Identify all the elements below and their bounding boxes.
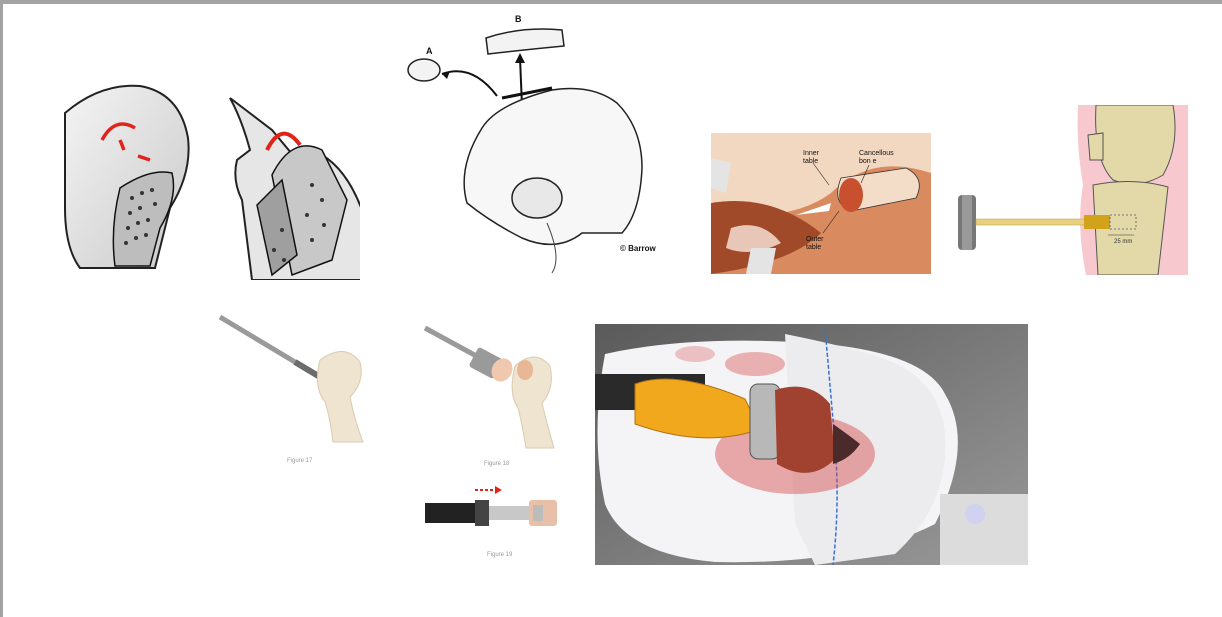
label-b: B — [515, 14, 522, 24]
harvester-drawing-19: Figure 19 — [425, 478, 565, 563]
iliac-crest-drawing: Inner table Cancellous bon e Outer table — [711, 133, 931, 274]
harvested-graft-photo — [595, 324, 1028, 565]
figure-18-caption: Figure 18 — [484, 461, 510, 467]
knee-harvester-illustration: 25 mm — [958, 105, 1188, 275]
label-inner: Inner — [803, 150, 820, 157]
humerus-figure-17: Figure 17 — [215, 312, 375, 472]
knee-harvester-drawing: 25 mm — [958, 105, 1188, 275]
harvested-graft-photo-render — [595, 324, 1028, 565]
bone-cut-illustration-1 — [60, 78, 195, 278]
bone-cut-drawing-1 — [60, 78, 195, 278]
iliac-crest-illustration: Inner table Cancellous bon e Outer table — [711, 133, 931, 274]
figure-19-caption: Figure 19 — [487, 552, 513, 558]
figure-17-caption: Figure 17 — [287, 458, 313, 464]
pelvis-illustration: A B © Barrow — [402, 8, 692, 280]
humerus-figure-18: Figure 18 — [420, 308, 595, 473]
label-cancellous: Cancellous — [859, 150, 894, 157]
bone-cut-illustration-2 — [212, 90, 360, 280]
harvester-figure-19: Figure 19 — [425, 478, 565, 563]
measure-label: 25 mm — [1114, 239, 1132, 245]
pelvis-drawing: A B © Barrow — [402, 8, 692, 280]
label-a: A — [426, 46, 433, 56]
label-cancellous-2: bon e — [859, 158, 877, 165]
label-outer: Outer — [806, 236, 824, 243]
label-inner-2: table — [803, 158, 818, 165]
bone-cut-drawing-2 — [212, 90, 360, 280]
label-outer-2: table — [806, 244, 821, 251]
humerus-drawing-18: Figure 18 — [420, 308, 595, 473]
humerus-drawing-17: Figure 17 — [215, 312, 375, 472]
pelvis-credit: © Barrow — [620, 244, 656, 253]
